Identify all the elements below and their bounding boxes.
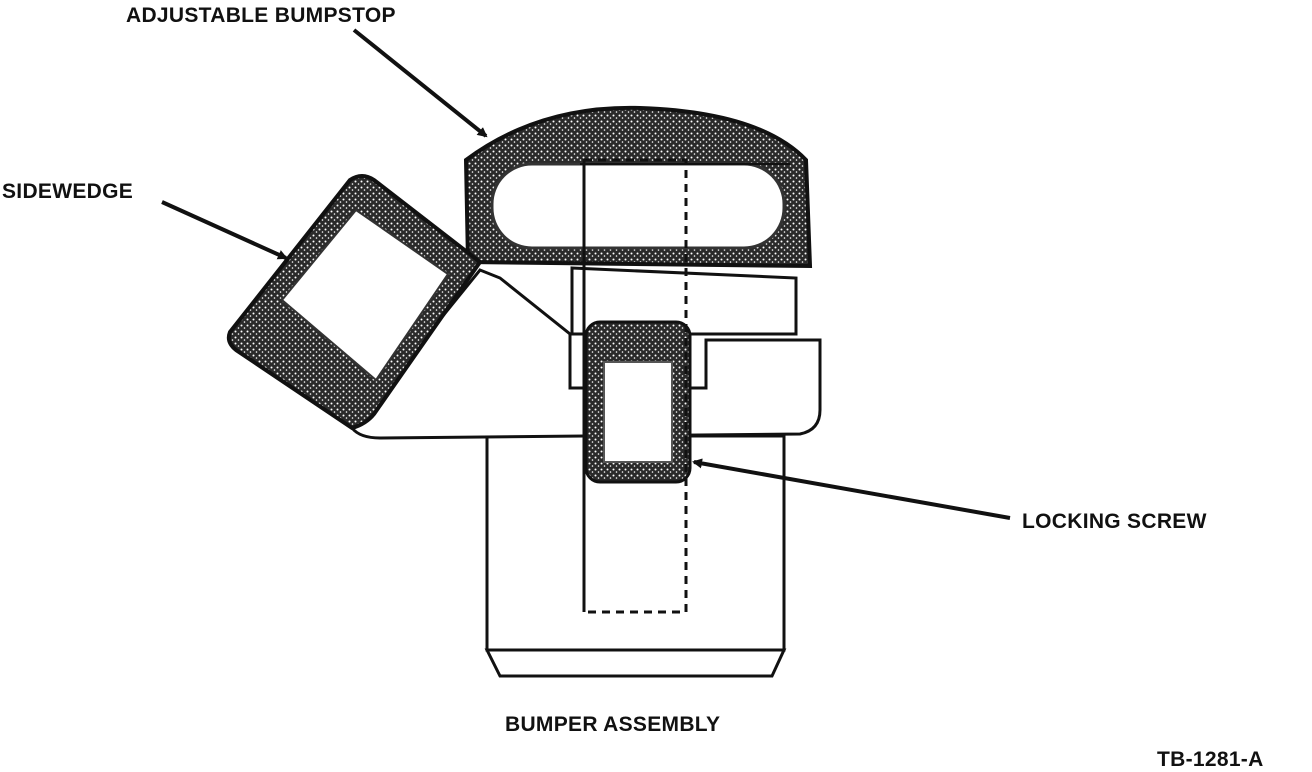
locking-screw-arrow (692, 458, 1011, 520)
figure-reference: TB-1281-A (1157, 748, 1264, 771)
retainer-block (570, 266, 798, 336)
label-locking-screw: LOCKING SCREW (1022, 510, 1207, 533)
sidewedge-part (226, 174, 483, 431)
leader-lines (161, 28, 1011, 520)
figure-caption: BUMPER ASSEMBLY (505, 713, 721, 736)
adjustable-bumpstop (463, 105, 813, 269)
bumpstop-arrow (352, 28, 488, 138)
locking-screw-part (582, 158, 692, 614)
sidewedge-arrow (161, 200, 288, 260)
label-adjustable-bumpstop: ADJUSTABLE BUMPSTOP (126, 4, 396, 27)
label-sidewedge: SIDEWEDGE (2, 180, 134, 203)
